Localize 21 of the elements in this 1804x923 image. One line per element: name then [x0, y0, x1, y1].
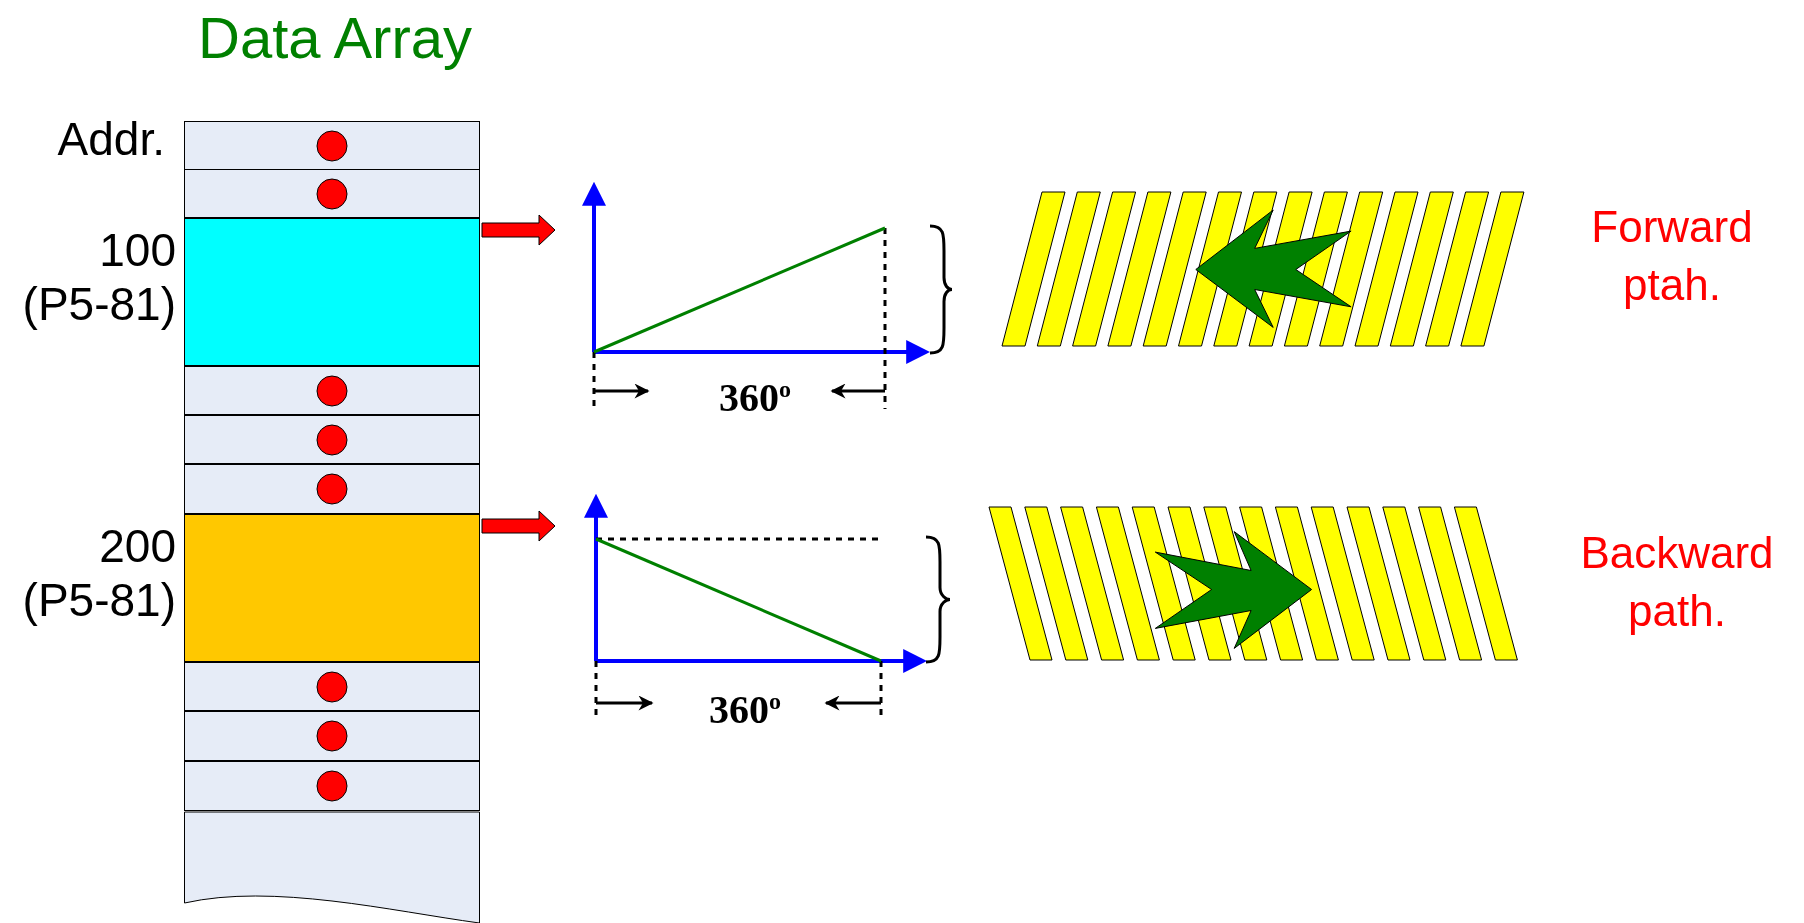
angle-label: 360$^{o}$: [708, 686, 782, 731]
array-cell: [184, 514, 480, 662]
title: Data Array: [198, 8, 472, 68]
array-cell: [184, 812, 480, 923]
column-header: Addr.: [56, 112, 165, 166]
array-cell: [184, 711, 480, 761]
array-cell: [184, 366, 480, 415]
block-arrow: [481, 510, 556, 542]
array-cell: [184, 415, 480, 464]
block-arrow: [481, 214, 556, 246]
path-label: Backward path.: [1579, 527, 1775, 637]
array-cell: [184, 121, 480, 170]
angle-label: 360$^{o}$: [718, 374, 792, 419]
address-label: 200 (P5-81): [21, 519, 176, 627]
array-cell: [184, 218, 480, 366]
array-cell: [184, 169, 480, 218]
array-cell: [184, 761, 480, 811]
path-label: Forward ptah.: [1590, 201, 1754, 311]
array-cell: [184, 464, 480, 514]
address-label: 100 (P5-81): [21, 223, 176, 331]
array-cell: [184, 662, 480, 711]
